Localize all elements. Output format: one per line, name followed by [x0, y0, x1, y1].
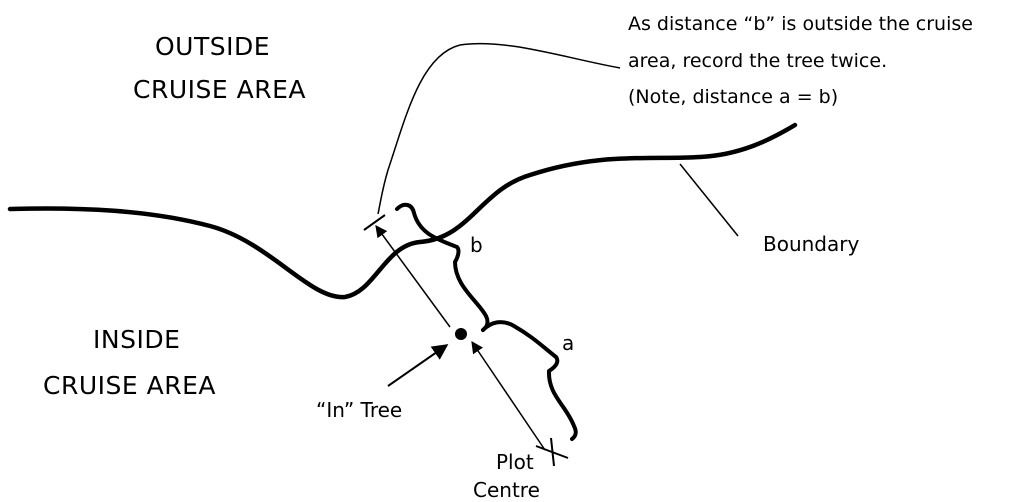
- distance-a-dimension-line: [471, 341, 546, 451]
- in-tree-label: “In” Tree: [316, 398, 402, 422]
- distance-a-label: a: [562, 331, 574, 355]
- note-line-1: As distance “b” is outside the cruise: [628, 13, 973, 35]
- in-tree-point: [455, 328, 467, 340]
- plot-centre-label-line-2: Centre: [473, 478, 540, 502]
- note-line-2: area, record the tree twice.: [628, 50, 887, 72]
- boundary-leader-line: [679, 163, 739, 237]
- inside-label-line-1: INSIDE: [93, 325, 180, 354]
- boundary-label: Boundary: [763, 232, 859, 256]
- plot-centre-cross-line-2: [550, 437, 555, 467]
- note-leader-line: [377, 42, 621, 215]
- distance-a-brace: [481, 320, 578, 441]
- outside-label-line-2: CRUISE AREA: [133, 75, 306, 104]
- outer-end-tick: [363, 214, 386, 231]
- distance-b-brace: [395, 202, 490, 332]
- distance-b-dimension-line: [375, 225, 451, 328]
- outside-label-line-1: OUTSIDE: [155, 32, 270, 61]
- inside-label-line-2: CRUISE AREA: [43, 371, 216, 400]
- note-line-3: (Note, distance a = b): [628, 86, 838, 108]
- in-tree-pointer-arrow: [387, 344, 449, 387]
- distance-b-label: b: [470, 233, 483, 257]
- boundary-line: [7, 122, 798, 300]
- plot-centre-label-line-1: Plot: [496, 450, 534, 474]
